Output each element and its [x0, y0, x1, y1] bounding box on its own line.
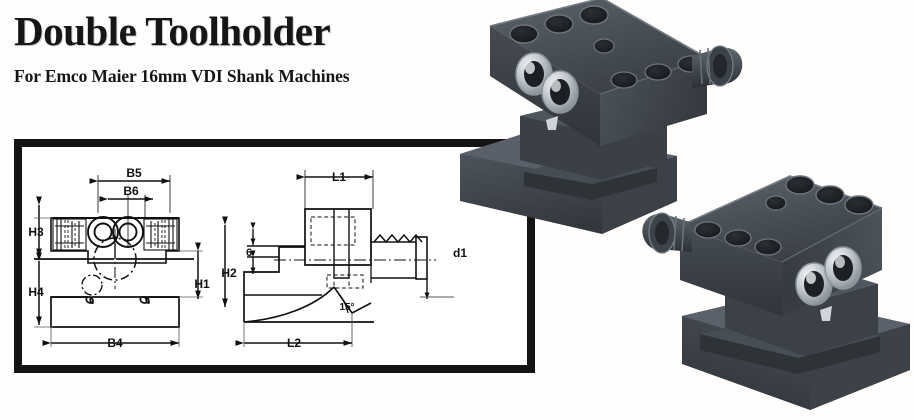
top-bolt-holes	[509, 5, 705, 89]
dimension-L2	[235, 322, 352, 347]
label-L1: L1	[332, 170, 346, 184]
vdi-shank	[692, 45, 743, 88]
dimension-H1	[179, 242, 203, 299]
technical-drawing-frame: B5 B6 H3 H4 H1 H2 B4 L1 L2 d1 6 15°	[14, 139, 535, 373]
dimension-H4	[34, 252, 53, 328]
label-d1: d1	[453, 246, 467, 260]
chrome-tool-bores	[515, 52, 579, 114]
label-B6: B6	[123, 184, 139, 198]
side-view-drawing	[235, 170, 454, 347]
vdi-shank	[642, 212, 692, 254]
set-screw	[820, 306, 832, 321]
toolholder-photo-lower	[642, 175, 910, 410]
chrome-tool-bores	[795, 246, 862, 306]
serrated-shank	[370, 233, 428, 283]
toolholder-photo-upper	[460, 0, 743, 234]
page-title: Double Toolholder	[14, 8, 331, 54]
label-S: 6	[246, 247, 252, 259]
label-angle: 15°	[339, 302, 354, 313]
front-view-drawing	[34, 175, 228, 347]
label-B4: B4	[107, 336, 123, 350]
label-H4: H4	[28, 285, 44, 299]
dimension-d1	[420, 279, 454, 299]
dimension-B4	[42, 327, 180, 347]
label-H3: H3	[28, 225, 44, 239]
label-L2: L2	[287, 336, 301, 350]
dimension-H3	[34, 196, 53, 257]
technical-drawing-canvas: B5 B6 H3 H4 H1 H2 B4 L1 L2 d1 6 15°	[28, 166, 467, 350]
set-screw	[546, 116, 558, 130]
label-H2: H2	[221, 266, 237, 280]
dimension-S	[247, 222, 305, 274]
top-bolt-holes	[694, 175, 874, 256]
title-block: Double Toolholder For Emco Maier 16mm VD…	[14, 8, 484, 87]
twin-bores	[87, 216, 144, 248]
label-B5: B5	[126, 166, 142, 180]
label-H1: H1	[194, 277, 210, 291]
page-subtitle: For Emco Maier 16mm VDI Shank Machines	[14, 66, 350, 86]
